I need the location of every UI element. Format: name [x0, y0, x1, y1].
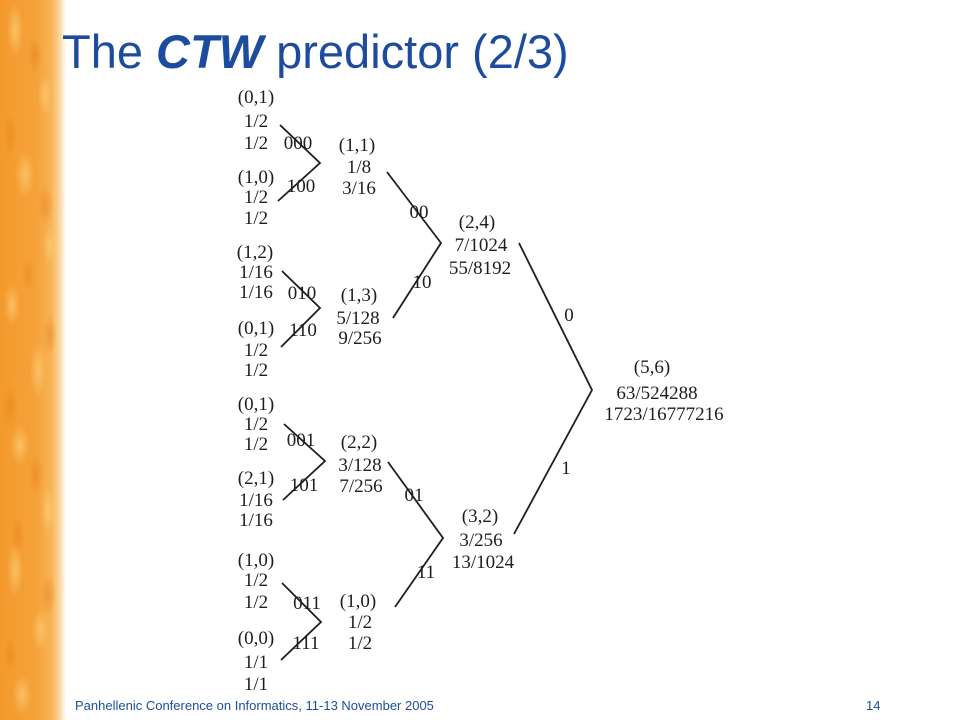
edge-label-100: 100: [287, 176, 316, 197]
tree-node-100: (1,0) 1/2 1/2: [238, 167, 274, 229]
node-weighted: 1/2: [348, 633, 372, 654]
edge-label-111: 111: [292, 633, 319, 654]
branch-01-11: [387, 461, 445, 608]
node-counts: (1,1): [339, 135, 375, 156]
node-counts: (3,2): [462, 506, 498, 527]
node-weighted: 1/2: [244, 434, 268, 455]
tree-node-1: (3,2) 3/256 13/1024: [452, 506, 515, 573]
tree-node-00: (1,1) 1/8 3/16: [339, 135, 376, 199]
node-estimate: 1/2: [244, 570, 268, 591]
branch-001-101: [282, 423, 327, 501]
branch-010-110: [280, 270, 322, 348]
edge-label-001: 001: [287, 430, 316, 451]
node-estimate: 1/2: [348, 612, 372, 633]
node-estimate: 1/2: [244, 187, 268, 208]
tree-node-root: (5,6) 63/524288 1723/16777216: [604, 357, 723, 425]
tree-edge-labels: 000 100 010 110 001 101 011 111 00 10 01…: [284, 133, 574, 654]
tree-node-111: (0,0) 1/1 1/1: [238, 628, 274, 695]
node-estimate: 1/16: [239, 490, 273, 511]
footer-conference: Panhellenic Conference on Informatics, 1…: [75, 698, 434, 713]
node-counts: (1,0): [340, 591, 376, 612]
node-counts: (2,4): [459, 212, 495, 233]
node-counts: (2,1): [238, 468, 274, 489]
edge-label-10: 10: [413, 272, 432, 293]
tree-node-011: (1,0) 1/2 1/2: [238, 550, 274, 613]
node-counts: (1,0): [238, 167, 274, 188]
edge-label-0: 0: [564, 305, 574, 326]
node-weighted: 1723/16777216: [604, 404, 723, 425]
page-number: 14: [866, 698, 881, 713]
title-rest: predictor (2/3): [263, 25, 569, 78]
node-counts: (1,2): [237, 242, 273, 263]
node-estimate: 1/2: [244, 414, 268, 435]
node-estimate: 3/128: [338, 455, 381, 476]
node-counts: (1,0): [238, 550, 274, 571]
node-estimate: 1/8: [347, 157, 371, 178]
node-estimate: 1/1: [244, 652, 268, 673]
edge-label-000: 000: [284, 133, 313, 154]
node-estimate: 1/2: [244, 340, 268, 361]
tree-node-11: (1,0) 1/2 1/2: [340, 591, 376, 654]
node-estimate: 5/128: [336, 308, 379, 329]
tree-node-001: (0,1) 1/2 1/2: [238, 394, 274, 455]
tree-node-101: (2,1) 1/16 1/16: [238, 468, 274, 531]
node-weighted: 13/1024: [452, 552, 515, 573]
title-lead: The: [62, 25, 157, 78]
tree-node-000: (0,1) 1/2 1/2: [238, 87, 274, 154]
tree-node-01: (2,2) 3/128 7/256: [338, 432, 382, 497]
node-weighted: 3/16: [342, 178, 376, 199]
edge-label-00: 00: [410, 202, 429, 223]
node-estimate: 7/1024: [455, 235, 508, 256]
edge-label-01: 01: [405, 485, 424, 506]
tree-node-10: (1,3) 5/128 9/256: [336, 285, 381, 349]
edge-label-101: 101: [290, 475, 319, 496]
edge-label-010: 010: [288, 283, 317, 304]
node-counts: (5,6): [634, 357, 670, 378]
node-counts: (2,2): [341, 432, 377, 453]
node-weighted: 7/256: [339, 476, 382, 497]
branch-0-1: [513, 242, 594, 535]
node-counts: (0,1): [238, 87, 274, 108]
node-weighted: 1/1: [244, 674, 268, 695]
node-weighted: 1/16: [239, 282, 273, 303]
node-estimate: 3/256: [459, 530, 502, 551]
node-weighted: 1/2: [244, 133, 268, 154]
edge-label-110: 110: [289, 320, 317, 341]
slide-title: The CTW predictor (2/3): [62, 28, 569, 75]
title-emphasis: CTW: [156, 25, 264, 78]
node-weighted: 1/2: [244, 208, 268, 229]
edge-label-1: 1: [561, 458, 571, 479]
node-weighted: 1/16: [239, 510, 273, 531]
tree-branches: [277, 124, 594, 661]
branch-000-100: [277, 124, 322, 202]
node-weighted: 9/256: [338, 328, 381, 349]
node-estimate: 1/16: [239, 262, 273, 283]
node-counts: (0,1): [238, 318, 274, 339]
node-estimate: 63/524288: [616, 383, 697, 404]
branch-011-111: [280, 582, 323, 661]
node-counts: (0,0): [238, 628, 274, 649]
node-weighted: 1/2: [244, 360, 268, 381]
edge-label-011: 011: [293, 593, 321, 614]
node-counts: (1,3): [341, 285, 377, 306]
branch-00-10: [386, 171, 443, 319]
node-counts: (0,1): [238, 394, 274, 415]
decorative-side-strip: [0, 0, 66, 720]
tree-node-010: (1,2) 1/16 1/16: [237, 242, 273, 303]
tree-node-0: (2,4) 7/1024 55/8192: [449, 212, 511, 279]
edge-label-11: 11: [417, 562, 435, 583]
node-weighted: 55/8192: [449, 258, 511, 279]
tree-node-110: (0,1) 1/2 1/2: [238, 318, 274, 381]
node-estimate: 1/2: [244, 111, 268, 132]
node-weighted: 1/2: [244, 592, 268, 613]
